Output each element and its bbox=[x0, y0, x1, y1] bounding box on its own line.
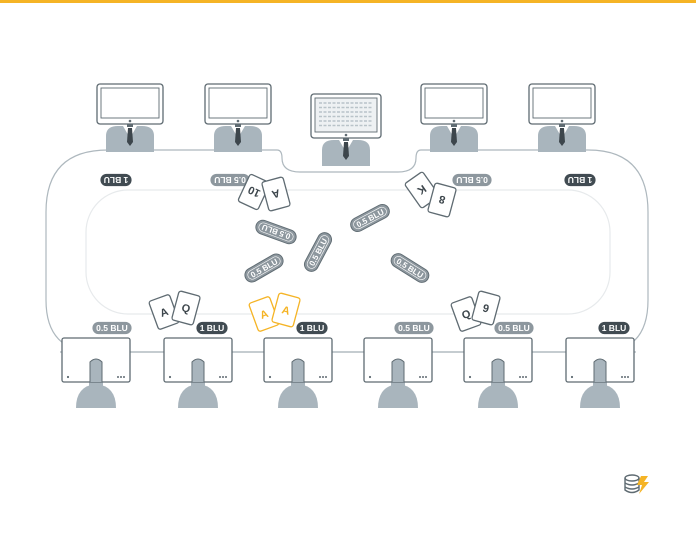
bottom-seat bbox=[263, 337, 333, 408]
card-rank: A bbox=[159, 306, 171, 320]
bet-chip-label: 0.5 BLU bbox=[398, 323, 430, 333]
playing-card: Q bbox=[450, 296, 482, 332]
bet-chip: 0.5 BLU bbox=[451, 173, 493, 187]
top-seat bbox=[528, 83, 596, 152]
bet-chip-label: 1 BLU bbox=[568, 175, 593, 185]
tie-icon bbox=[451, 128, 457, 146]
bet-chip: 0.5 BLU bbox=[91, 321, 133, 335]
person-figure bbox=[378, 384, 418, 408]
bet-chip: 1 BLU bbox=[99, 173, 133, 187]
card-rank: Q bbox=[180, 302, 192, 316]
playing-card: 8 bbox=[427, 182, 457, 218]
top-seat bbox=[420, 83, 488, 152]
bet-chip: 0.5 BLU bbox=[393, 321, 435, 335]
card-rank: A bbox=[259, 308, 271, 322]
top-accent-bar bbox=[0, 0, 696, 3]
bottom-seat bbox=[363, 337, 433, 408]
bet-chip-label: 1 BLU bbox=[602, 323, 627, 333]
person-figure bbox=[580, 384, 620, 408]
tie-icon bbox=[235, 128, 241, 146]
bet-chip: 0.5 BLU bbox=[209, 173, 251, 187]
top-seat bbox=[96, 83, 164, 152]
table-outline bbox=[45, 149, 649, 353]
bet-chip: 1 BLU bbox=[597, 321, 631, 335]
card-rank: A bbox=[280, 304, 291, 318]
card-rank: 10 bbox=[246, 183, 262, 199]
bet-chip-label: 0.5 BLU bbox=[96, 323, 128, 333]
tie-icon bbox=[127, 128, 133, 146]
playing-card: Q bbox=[171, 290, 201, 326]
person-figure bbox=[278, 384, 318, 408]
player-hand: K8 bbox=[404, 171, 457, 218]
bet-chip: 1 BLU bbox=[295, 321, 329, 335]
playing-card: A bbox=[271, 292, 301, 328]
bottom-seat bbox=[463, 337, 533, 408]
bet-chip: 1 BLU bbox=[195, 321, 229, 335]
coin-stack-lightning-icon bbox=[624, 474, 649, 494]
playing-card: 9 bbox=[471, 290, 501, 326]
person-figure bbox=[76, 384, 116, 408]
bet-chip-label: 1 BLU bbox=[104, 175, 129, 185]
person-figure bbox=[178, 384, 218, 408]
dealer-seat bbox=[310, 93, 382, 166]
playing-card: A bbox=[261, 176, 291, 212]
bottom-seat bbox=[565, 337, 635, 408]
person-figure bbox=[478, 384, 518, 408]
card-rank: 9 bbox=[481, 302, 490, 315]
bet-chip-label: 1 BLU bbox=[300, 323, 325, 333]
card-rank: 8 bbox=[438, 192, 447, 205]
bet-chip-label: 1 BLU bbox=[200, 323, 225, 333]
bet-chip-label: 0.5 BLU bbox=[498, 323, 530, 333]
card-rank: A bbox=[270, 186, 281, 200]
tie-icon bbox=[343, 142, 349, 160]
bottom-seat bbox=[61, 337, 131, 408]
bet-chip: 1 BLU bbox=[563, 173, 597, 187]
player-hand: 10 A bbox=[237, 173, 291, 212]
top-seat bbox=[204, 83, 272, 152]
table-inner-line bbox=[85, 189, 611, 315]
bet-chip: 0.5 BLU bbox=[493, 321, 535, 335]
bet-chip-label: 0.5 BLU bbox=[456, 175, 488, 185]
bet-chip-label: 0.5 BLU bbox=[214, 175, 246, 185]
bottom-seat bbox=[163, 337, 233, 408]
tie-icon bbox=[559, 128, 565, 146]
